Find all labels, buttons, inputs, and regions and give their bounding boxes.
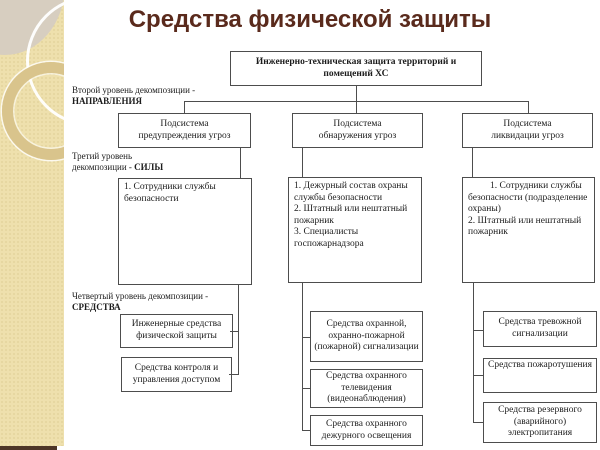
- connector: [302, 148, 303, 177]
- connector: [302, 283, 303, 430]
- level-label-means: Четвертый уровень декомпозиции - СРЕДСТВ…: [72, 291, 209, 312]
- decorative-ring: [2, 62, 64, 160]
- connector: [473, 283, 474, 422]
- node-means-backup-power: Средства резервного (аварийного) электро…: [483, 402, 597, 443]
- connector: [472, 148, 473, 177]
- node-means-engineering: Инженерные средства физической защиты: [120, 314, 233, 348]
- connector: [302, 388, 310, 389]
- node-means-access-control: Средства контроля и управления доступом: [121, 357, 232, 392]
- slide-title: Средства физической защиты: [128, 6, 492, 33]
- connector: [473, 422, 483, 423]
- node-subsystem-elimination: Подсистема ликвидации угроз: [462, 113, 593, 148]
- node-root: Инженерно-техническая защита территорий …: [230, 51, 482, 86]
- level-label-directions: Второй уровень декомпозиции - НАПРАВЛЕНИ…: [72, 85, 196, 106]
- sidebar-bottom-edge: [0, 446, 57, 450]
- connector: [473, 330, 483, 331]
- connector: [184, 101, 185, 113]
- connector: [240, 148, 241, 178]
- node-means-panic-alarm: Средства тревожной сигнализации: [483, 311, 597, 347]
- connector: [473, 375, 483, 376]
- node-means-security-lighting: Средства охранного дежурного освещения: [310, 415, 423, 446]
- node-means-cctv: Средства охранного телевидения (видеонаб…: [310, 369, 423, 408]
- connector: [302, 430, 310, 431]
- sidebar-decoration: [0, 0, 64, 446]
- node-forces-elimination: 1. Сотрудники службы безопасности (подра…: [462, 177, 595, 283]
- connector: [356, 86, 357, 113]
- connector: [229, 374, 238, 375]
- connector: [184, 101, 529, 102]
- connector: [528, 101, 529, 113]
- node-means-alarm-signaling: Средства охранной, охранно-пожарной (пож…: [310, 311, 423, 362]
- connector: [238, 285, 239, 375]
- connector: [230, 331, 238, 332]
- connector: [302, 337, 310, 338]
- node-forces-prevention: 1. Сотрудники службы безопасности: [118, 178, 252, 285]
- level-label-forces: Третий уровень декомпозиции - СИЛЫ: [72, 151, 164, 172]
- node-means-fire-extinguishing: Средства пожаротушения: [483, 358, 597, 393]
- node-forces-detection: 1. Дежурный состав охраны службы безопас…: [288, 177, 422, 283]
- node-subsystem-prevention: Подсистема предупреждения угроз: [118, 113, 251, 148]
- node-subsystem-detection: Подсистема обнаружения угроз: [292, 113, 423, 148]
